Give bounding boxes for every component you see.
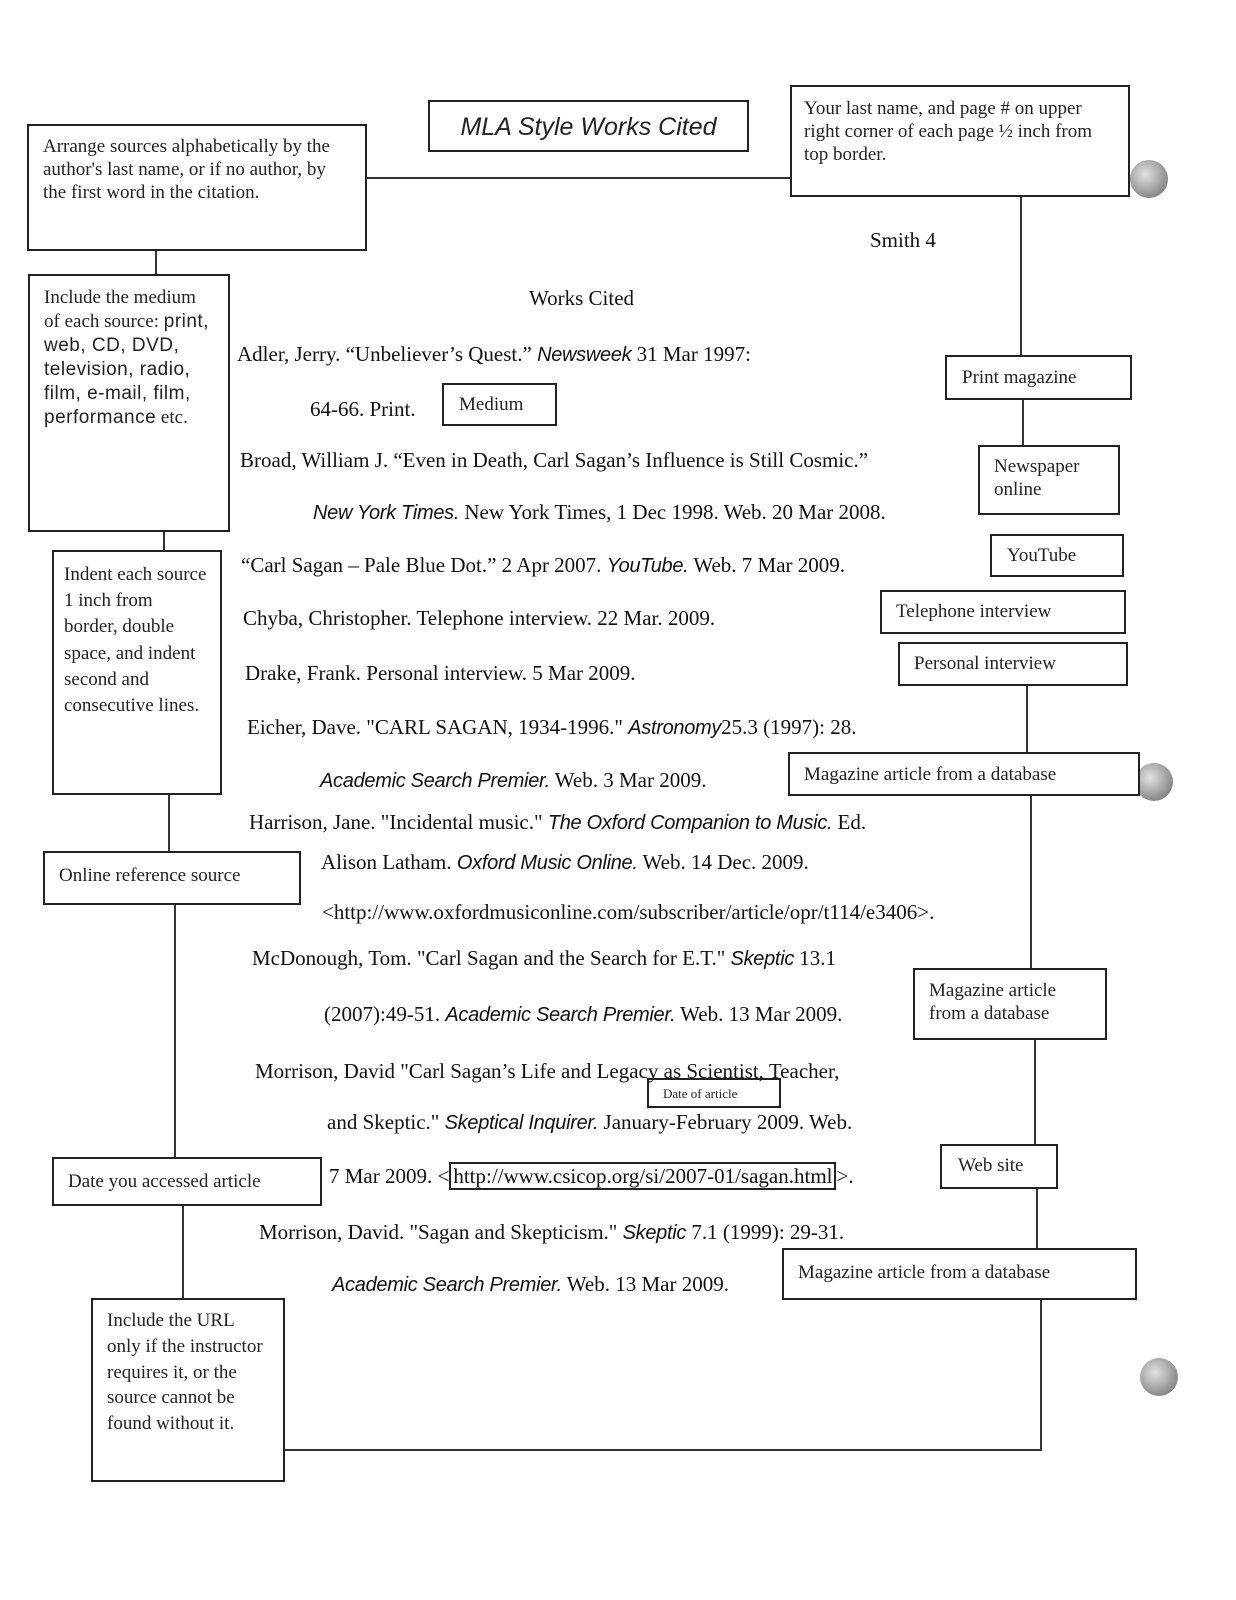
- punch-hole: [1135, 763, 1173, 801]
- note-online-reference: Online reference source: [43, 851, 301, 905]
- label-magazine-database-2: Magazine article from a database: [913, 968, 1107, 1040]
- citation-line: Eicher, Dave. "CARL SAGAN, 1934-1996." A…: [247, 715, 857, 739]
- connector-line: [174, 904, 176, 1158]
- connector-line: [366, 177, 792, 179]
- citation-line: Morrison, David "Carl Sagan’s Life and L…: [255, 1059, 840, 1083]
- label-newspaper-online: Newspaper online: [978, 445, 1120, 515]
- citation-line: 7 Mar 2009. <http://www.csicop.org/si/20…: [329, 1162, 854, 1190]
- citation-line: (2007):49-51. Academic Search Premier. W…: [324, 1002, 843, 1026]
- citation-line: Alison Latham. Oxford Music Online. Web.…: [321, 850, 809, 874]
- citation-line: Chyba, Christopher. Telephone interview.…: [243, 606, 716, 630]
- connector-line: [1022, 398, 1024, 446]
- note-arrange-sources: Arrange sources alphabetically by the au…: [27, 124, 367, 251]
- label-medium: Medium: [442, 383, 557, 426]
- document-title: MLA Style Works Cited: [428, 100, 749, 152]
- citation-line: Harrison, Jane. "Incidental music." The …: [249, 810, 867, 834]
- note-medium-intro: Include the medium of each source:: [44, 287, 196, 332]
- connector-line: [1026, 684, 1028, 752]
- citation-line: McDonough, Tom. "Carl Sagan and the Sear…: [252, 946, 837, 970]
- label-date-of-article: Date of article: [647, 1078, 781, 1108]
- note-medium-list: print, web, CD, DVD, television, radio, …: [44, 310, 209, 428]
- connector-line: [284, 1449, 1042, 1451]
- note-include-medium: Include the medium of each source: print…: [28, 274, 230, 532]
- note-last-name: Your last name, and page # on upper righ…: [790, 85, 1130, 197]
- connector-line: [1034, 1038, 1036, 1146]
- note-medium-etc: etc.: [160, 406, 188, 428]
- connector-line: [1036, 1186, 1038, 1248]
- citation-line: New York Times. New York Times, 1 Dec 19…: [313, 500, 886, 524]
- citation-line: and Skeptic." Skeptical Inquirer. Januar…: [327, 1110, 853, 1134]
- citation-line: Drake, Frank. Personal interview. 5 Mar …: [245, 661, 636, 685]
- citation-line: Broad, William J. “Even in Death, Carl S…: [240, 448, 869, 472]
- citation-line: 64-66. Print.: [310, 397, 416, 421]
- connector-line: [1030, 794, 1032, 970]
- label-telephone-interview: Telephone interview: [880, 590, 1126, 634]
- works-cited-heading: Works Cited: [529, 286, 635, 310]
- label-web-site: Web site: [940, 1144, 1058, 1189]
- citation-line: Academic Search Premier. Web. 13 Mar 200…: [332, 1272, 729, 1296]
- connector-line: [1020, 196, 1022, 356]
- label-print-magazine: Print magazine: [945, 355, 1132, 400]
- label-personal-interview: Personal interview: [898, 642, 1128, 686]
- punch-hole: [1140, 1358, 1178, 1396]
- page-number: Smith 4: [870, 228, 936, 252]
- citation-line: “Carl Sagan – Pale Blue Dot.” 2 Apr 2007…: [241, 553, 846, 577]
- connector-line: [163, 530, 165, 552]
- note-indent: Indent each source 1 inch from border, d…: [52, 550, 222, 795]
- note-include-url: Include the URL only if the instructor r…: [91, 1298, 285, 1482]
- citation-line: Adler, Jerry. “Unbeliever’s Quest.” News…: [237, 342, 751, 366]
- citation-line: Morrison, David. "Sagan and Skepticism."…: [259, 1220, 845, 1244]
- citation-url[interactable]: http://www.csicop.org/si/2007-01/sagan.h…: [449, 1162, 837, 1190]
- connector-line: [155, 250, 157, 276]
- connector-line: [1040, 1298, 1042, 1450]
- label-magazine-database-3: Magazine article from a database: [782, 1248, 1137, 1300]
- label-youtube: YouTube: [990, 534, 1124, 577]
- citation-line: <http://www.oxfordmusiconline.com/subscr…: [322, 900, 935, 924]
- punch-hole: [1130, 160, 1168, 198]
- citation-line: Academic Search Premier. Web. 3 Mar 2009…: [320, 768, 707, 792]
- connector-line: [168, 792, 170, 852]
- connector-line: [182, 1204, 184, 1300]
- note-date-accessed: Date you accessed article: [52, 1157, 322, 1206]
- label-magazine-database-1: Magazine article from a database: [788, 752, 1140, 796]
